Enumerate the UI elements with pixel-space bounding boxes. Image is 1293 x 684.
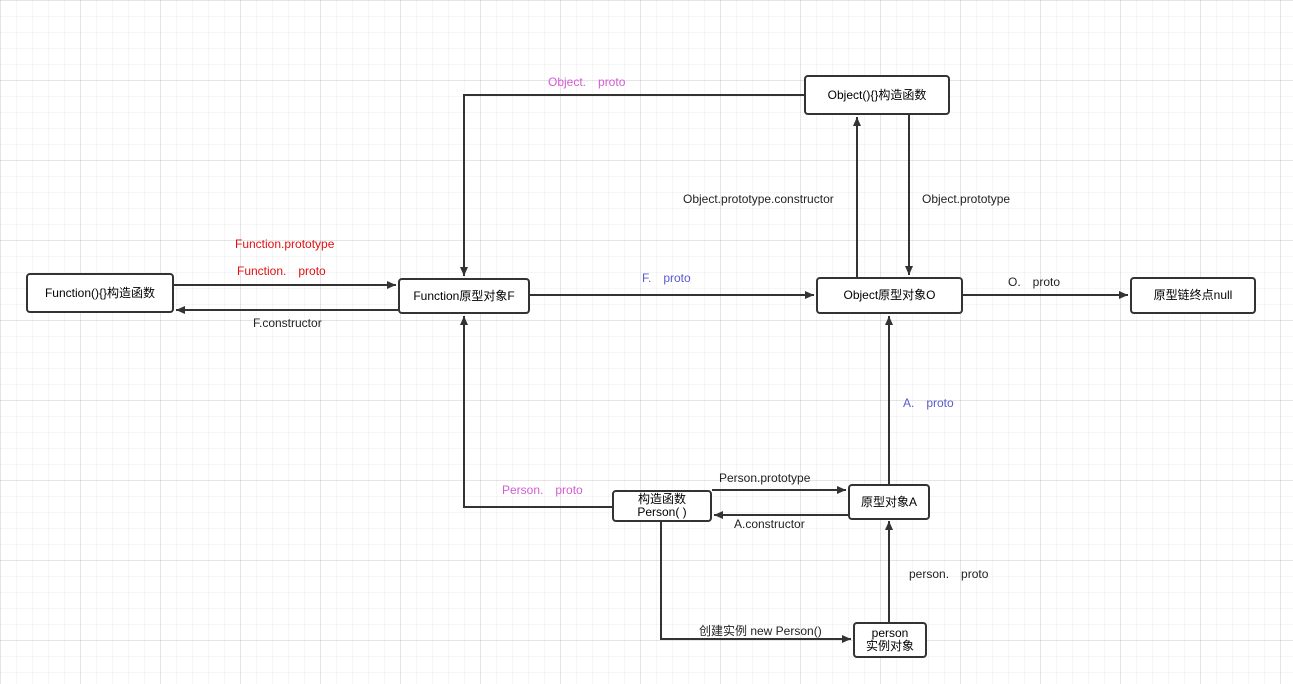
- node-prototype-a-label: 原型对象A: [860, 494, 917, 509]
- label-function-proto: Function. proto: [237, 264, 326, 278]
- label-person-proto: Person. proto: [502, 483, 583, 497]
- node-function-constructor-label: Function(){}构造函数: [44, 285, 156, 300]
- label-object-proto: Object. proto: [548, 75, 626, 89]
- label-o-proto: O. proto: [1008, 275, 1061, 289]
- label-create-instance: 创建实例 new Person(): [699, 624, 822, 638]
- node-function-prototype-label: Function原型对象F: [413, 288, 515, 303]
- node-person-constructor: 构造函数 Person( ): [612, 490, 712, 522]
- arrow-object-proto: [460, 94, 804, 276]
- arrow-person-proto: [460, 316, 612, 508]
- node-person-instance-line1: person: [871, 626, 909, 640]
- node-object-prototype-label: Object原型对象O: [843, 288, 936, 302]
- label-person-inst-proto: person. proto: [909, 567, 989, 581]
- label-a-constructor: A.constructor: [734, 517, 805, 531]
- node-object-constructor-label: Object(){}构造函数: [827, 87, 927, 102]
- node-person-instance: person 实例对象: [853, 622, 927, 658]
- node-person-constructor-line2: Person( ): [637, 505, 687, 519]
- arrow-create-instance: [660, 522, 851, 643]
- label-f-constructor: F.constructor: [253, 316, 322, 330]
- node-object-prototype: Object原型对象O: [816, 277, 963, 314]
- label-person-prototype: Person.prototype: [719, 471, 811, 485]
- node-function-prototype: Function原型对象F: [398, 278, 530, 314]
- label-function-prototype: Function.prototype: [235, 237, 335, 251]
- node-person-constructor-line1: 构造函数: [637, 492, 686, 506]
- node-proto-chain-null: 原型链终点null: [1130, 277, 1256, 314]
- node-proto-chain-null-label: 原型链终点null: [1153, 288, 1233, 302]
- label-f-proto: F. proto: [642, 271, 691, 285]
- label-object-prototype-constructor: Object.prototype.constructor: [683, 192, 834, 206]
- label-a-proto: A. proto: [903, 396, 954, 410]
- node-function-constructor: Function(){}构造函数: [26, 273, 174, 313]
- node-object-constructor: Object(){}构造函数: [804, 75, 950, 115]
- node-person-instance-line2: 实例对象: [865, 639, 914, 653]
- label-object-prototype: Object.prototype: [922, 192, 1011, 206]
- node-prototype-a: 原型对象A: [848, 484, 930, 520]
